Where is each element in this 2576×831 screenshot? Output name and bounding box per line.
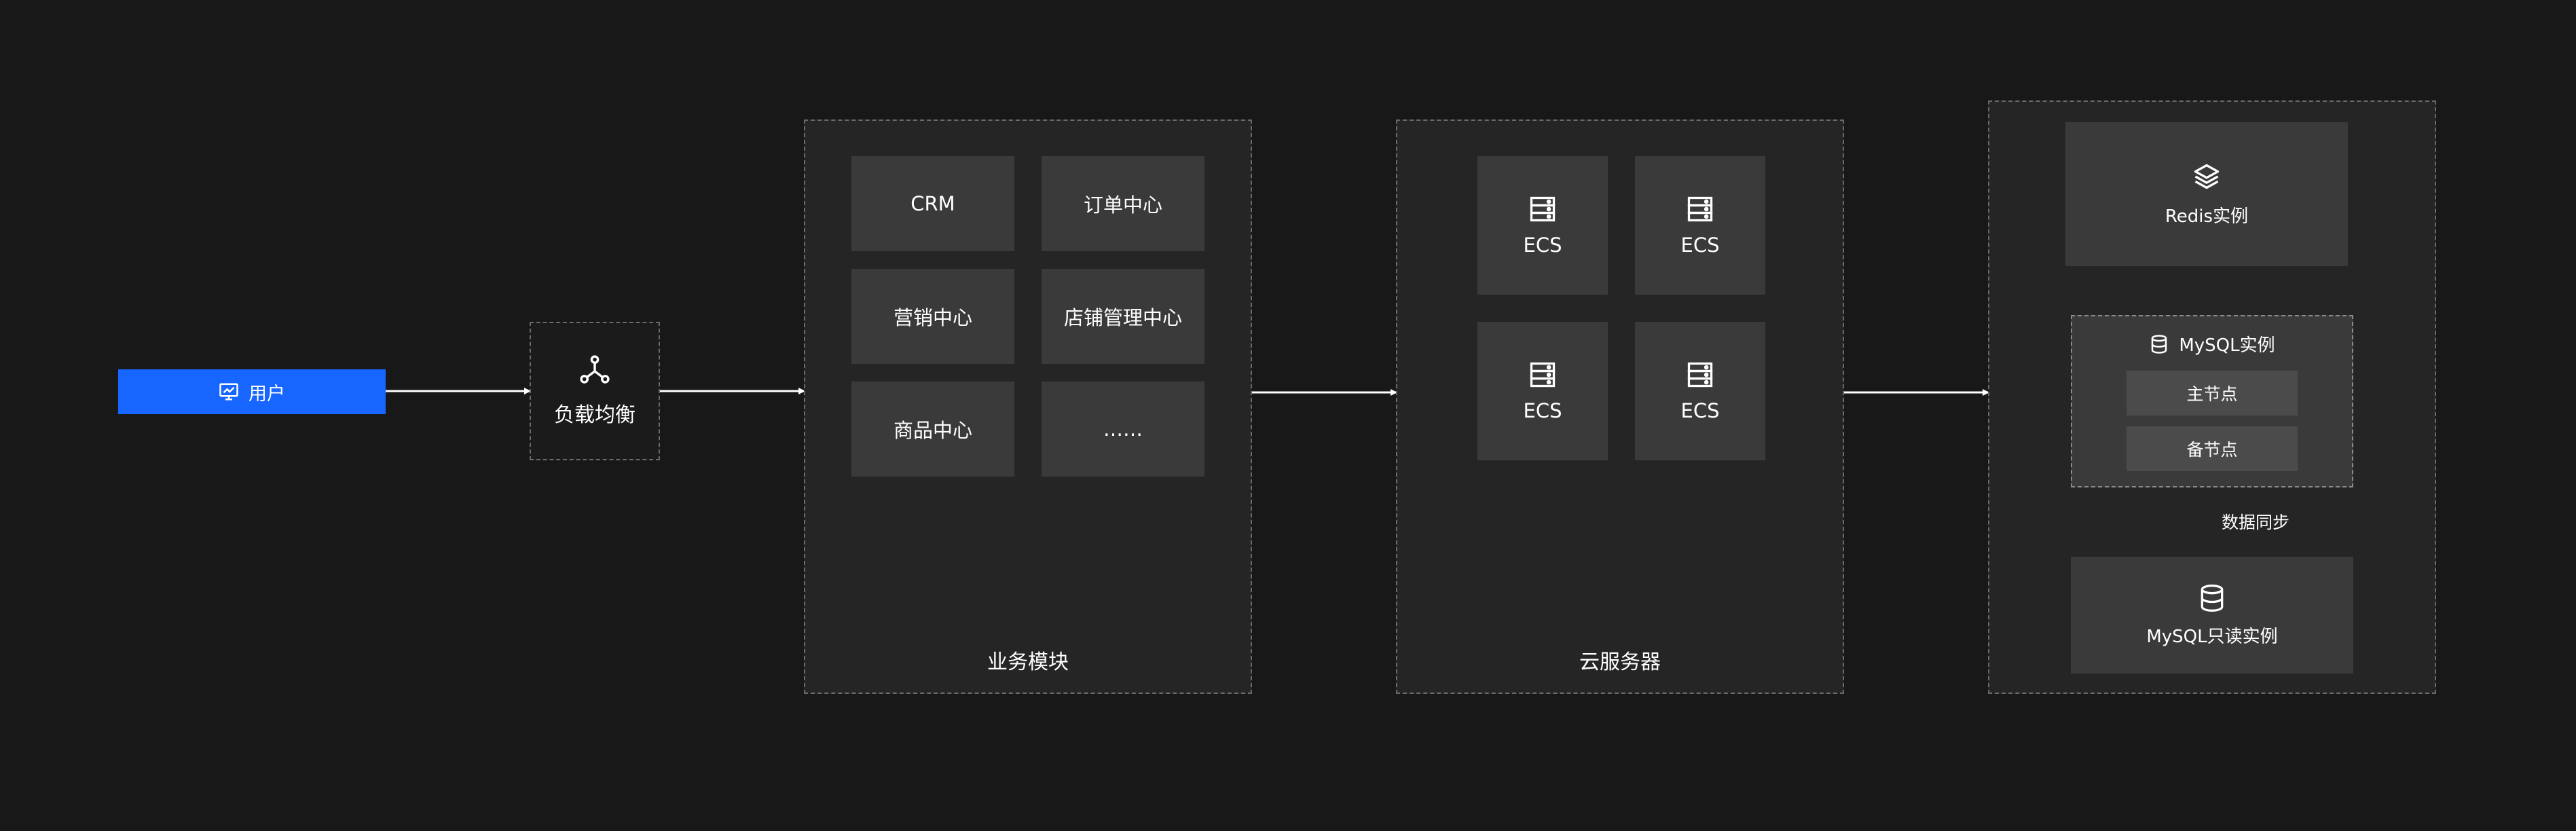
server-icon bbox=[1685, 194, 1715, 224]
ecs-server-3[interactable]: ECS bbox=[1477, 322, 1608, 460]
module-crm[interactable]: CRM bbox=[851, 156, 1014, 251]
user-node[interactable]: 用户 bbox=[118, 369, 386, 414]
user-label: 用户 bbox=[249, 383, 285, 405]
load-balancer-node[interactable]: 负载均衡 bbox=[530, 322, 660, 460]
ecs-server-1[interactable]: ECS bbox=[1477, 156, 1608, 295]
module-more[interactable]: …… bbox=[1042, 382, 1204, 477]
business-panel-title: 业务模块 bbox=[987, 650, 1069, 674]
mysql-instance-group[interactable]: MySQL实例 主节点 备节点 bbox=[2071, 315, 2353, 487]
storage-panel: Redis实例 MySQL实例 主节点 备节点 数据同步 M bbox=[1988, 100, 2436, 694]
ecs-server-2[interactable]: ECS bbox=[1635, 156, 1765, 295]
database-icon bbox=[2149, 334, 2169, 354]
cloud-server-panel: ECS ECS ECS ECS 云服务器 bbox=[1396, 119, 1844, 694]
server-icon bbox=[1528, 194, 1558, 224]
ecs-label: ECS bbox=[1523, 234, 1562, 257]
mysql-primary-node[interactable]: 主节点 bbox=[2127, 371, 2298, 416]
mysql-instance-header: MySQL实例 bbox=[2072, 331, 2352, 356]
module-product-center[interactable]: 商品中心 bbox=[851, 382, 1014, 477]
load-balancer-label: 负载均衡 bbox=[554, 403, 636, 427]
cloud-panel-title: 云服务器 bbox=[1579, 650, 1661, 674]
server-icon bbox=[1685, 360, 1715, 390]
layers-icon bbox=[2192, 162, 2222, 191]
redis-instance[interactable]: Redis实例 bbox=[2065, 122, 2348, 266]
module-order-center[interactable]: 订单中心 bbox=[1042, 156, 1204, 251]
mysql-standby-node[interactable]: 备节点 bbox=[2127, 426, 2298, 471]
data-sync-label: 数据同步 bbox=[2222, 513, 2290, 532]
monitor-chart-icon bbox=[219, 382, 239, 402]
redis-label: Redis实例 bbox=[2165, 206, 2249, 227]
module-marketing-center[interactable]: 营销中心 bbox=[851, 269, 1014, 364]
ecs-label: ECS bbox=[1523, 399, 1562, 422]
server-icon bbox=[1528, 360, 1558, 390]
module-store-management-center[interactable]: 店铺管理中心 bbox=[1042, 269, 1204, 364]
ecs-server-4[interactable]: ECS bbox=[1635, 322, 1765, 460]
database-icon bbox=[2197, 583, 2227, 613]
network-nodes-icon bbox=[579, 354, 610, 386]
mysql-readonly-label: MySQL只读实例 bbox=[2146, 626, 2278, 647]
business-modules-panel: CRM 订单中心 营销中心 店铺管理中心 商品中心 …… 业务模块 bbox=[804, 119, 1252, 694]
mysql-label: MySQL实例 bbox=[2179, 335, 2275, 356]
mysql-readonly-instance[interactable]: MySQL只读实例 bbox=[2071, 557, 2353, 673]
ecs-label: ECS bbox=[1680, 234, 1720, 257]
ecs-label: ECS bbox=[1680, 399, 1720, 422]
